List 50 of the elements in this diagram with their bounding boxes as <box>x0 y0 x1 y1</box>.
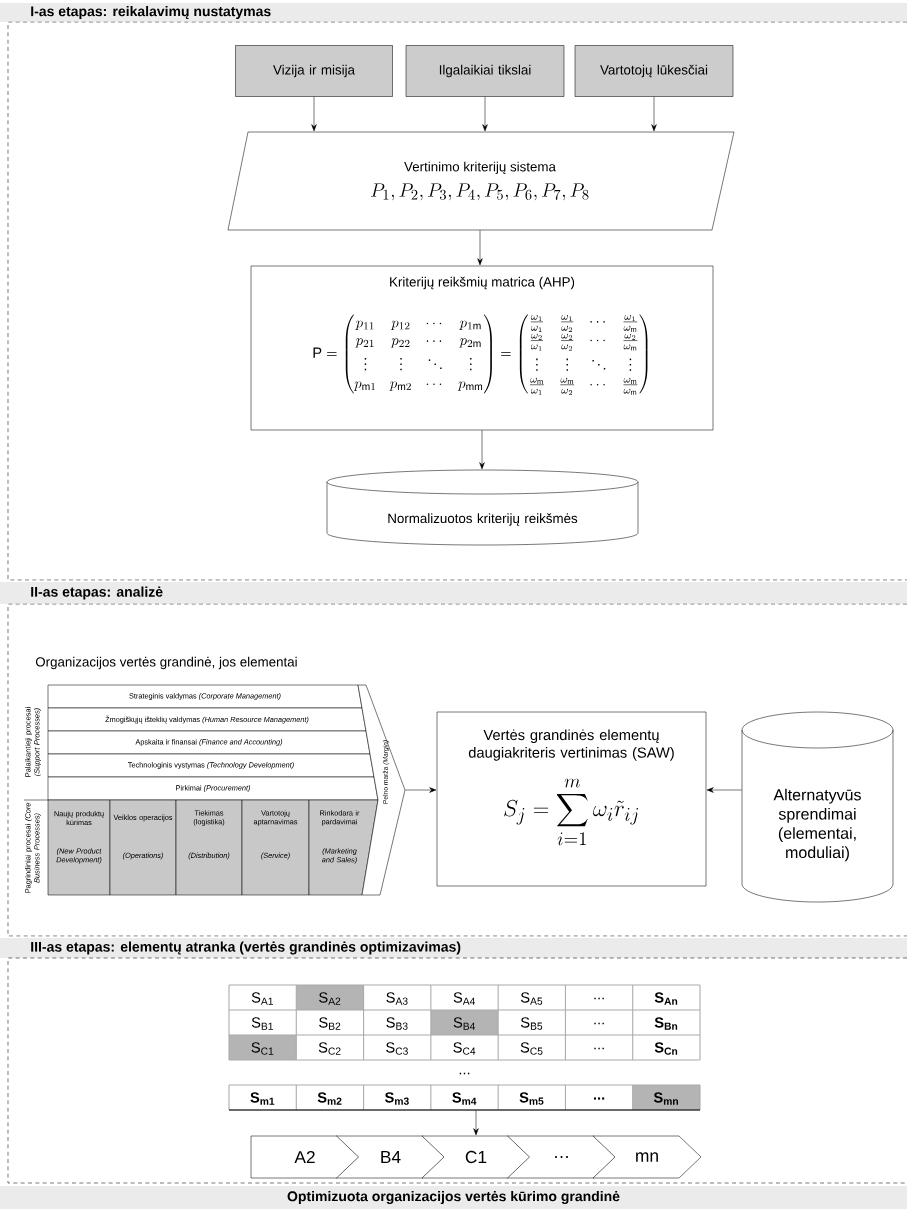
table-cell: S$_{Bn}$ <box>654 1017 678 1030</box>
table-cell: ... <box>593 1097 605 1100</box>
stage-heading: II-as etapas: analizė <box>0 582 907 604</box>
table-cell: S$_{A5}$ <box>520 992 543 1005</box>
footer-band: Optimizuota organizacijos vertės kūrimo grandinė <box>0 1186 907 1209</box>
stage-heading: I-as etapas: reikalavimų nustatymas <box>0 3 907 22</box>
table-cell: S$_{m4}$ <box>452 1092 477 1105</box>
chevron-step: mn <box>592 1135 702 1179</box>
database-cylinder: Normalizuotos kriterijų reikšmės <box>326 469 639 546</box>
arrow <box>311 96 317 132</box>
table-cell: S$_{m3}$ <box>385 1092 409 1105</box>
table-cell: ... <box>459 1072 470 1075</box>
arrow <box>479 430 485 470</box>
table-cell: S$_{m5}$ <box>519 1092 544 1105</box>
table-cell: S$_{An}$ <box>654 992 678 1005</box>
chevron-step: C1 <box>421 1135 531 1179</box>
table-cell: S$_{m1}$ <box>250 1092 275 1105</box>
table-cell: S$_{Cn}$ <box>654 1042 678 1055</box>
table-cell: S$_{C3}$ <box>386 1042 408 1055</box>
arrow <box>651 96 657 132</box>
database-cylinder: Alternatyvūs sprendimai (elementai, moduliai) <box>741 711 894 903</box>
table-cell: S$_{A4}$ <box>453 992 476 1005</box>
table-cell: S$_{A3}$ <box>386 992 408 1005</box>
table-cell: ... <box>594 1047 604 1050</box>
table-cell: ... <box>594 1022 604 1025</box>
table-cell: S$_{A1}$ <box>251 992 273 1005</box>
table-cell: S$_{C4}$ <box>453 1042 476 1055</box>
input-box: Vartotojų lūkesčiai <box>574 45 734 97</box>
chain-heading: Organizacijos vertės grandinė, jos elementai <box>35 656 297 670</box>
table-cell: S$_{C5}$ <box>520 1042 543 1055</box>
input-box: Vizija ir misija <box>235 45 393 97</box>
stage-heading: III-as etapas: elementų atranka (vertės grandinės optimizavimas) <box>0 938 907 958</box>
evaluation-box: Vertės grandinės elementų daugiakriteris vertinimas (SAW) $S_j = \sum_{i=1}^{m} \omega_i \tilde{r}_{ij}$ <box>436 711 707 887</box>
table-cell: S$_{B3}$ <box>386 1017 408 1030</box>
arrow <box>706 787 742 793</box>
table-cell: S$_{C2}$ <box>318 1042 341 1055</box>
table-cell: S$_{B2}$ <box>319 1017 341 1030</box>
arrow <box>477 230 483 266</box>
table-cell: S$_{m2}$ <box>317 1092 342 1105</box>
matrix-box: Kriterijų reikšmių matrica (AHP) $\mathrm{P} = \begin{pmatrix} p_{11} & p_{12} & \cdots & p_{1\mathrm{m}} \\ p_{21} & p_{22} & \cdots & p_{2\mathrm{m}} \\ \vdots & \vdots & \ddots & \vdots \\ p_{\mathrm{m}1} & p_{\mathrm{m}2} & \cdots & p_{\mathrm{mm}} \end{pmatrix} = \begin{pmatrix} \frac{\omega_1}{\omega_1} & \frac{\omega_1}{\omega_2} & \cdots & \frac{\omega_1}{\omega_\mathrm{m}} \\ \frac{\omega_2}{\omega_1} & \frac{\omega_2}{\omega_2} & \cdots & \frac{\omega_2}{\omega_\mathrm{m}} \\ \vdots & \vdots & \ddots & \vdots \\ \frac{\omega_\mathrm{m}}{\omega_1} & \frac{\omega_\mathrm{m}}{\omega_2} & \cdots & \frac{\omega_\mathrm{m}}{\omega_\mathrm{m}} \end{pmatrix}$ <box>250 265 714 431</box>
chevron-step: B4 <box>336 1135 445 1179</box>
arrow <box>405 787 437 793</box>
chevron-step: … <box>507 1135 616 1179</box>
table-cell: ... <box>594 997 604 1000</box>
table-cell: S$_{B5}$ <box>520 1017 543 1030</box>
arrow <box>473 1110 479 1136</box>
table-cell: S$_{B1}$ <box>251 1017 273 1030</box>
criteria-parallelogram: Vertinimo kriterijų sistema $P_1, P_2, P_3, P_4, P_5, P_6, P_7, P_8$ <box>227 131 735 231</box>
input-box: Ilgalaikiai tikslai <box>405 45 565 97</box>
arrow <box>482 96 488 132</box>
